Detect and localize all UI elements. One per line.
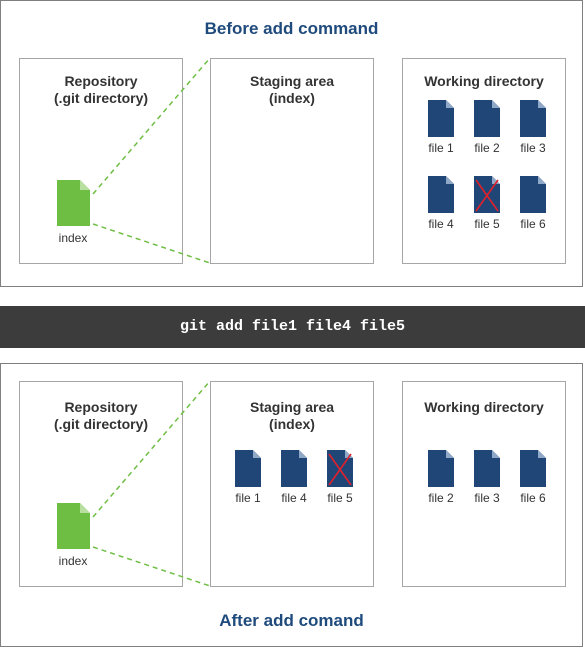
file-label: file 6: [520, 217, 546, 231]
document-icon: [428, 176, 454, 213]
file-item: file 1: [223, 450, 273, 505]
document-icon: [428, 100, 454, 137]
file-label: file 4: [428, 217, 454, 231]
index-file: index: [48, 180, 98, 245]
document-icon: [327, 450, 353, 487]
file-label: file 2: [474, 141, 500, 155]
repository-box: Repository (.git directory) index: [19, 58, 183, 264]
file-item: file 2: [462, 100, 512, 155]
document-icon: [235, 450, 261, 487]
file-label: file 5: [327, 491, 353, 505]
after-panel: After add comand Repository (.git direct…: [0, 363, 583, 647]
index-label: index: [58, 554, 88, 568]
file-item: file 5: [315, 450, 365, 505]
file-label: file 6: [520, 491, 546, 505]
before-title: Before add command: [204, 19, 379, 38]
git-command-bar: git add file1 file4 file5: [0, 306, 585, 348]
index-label: index: [58, 231, 88, 245]
working-directory-box: Working directory file 2 file 3 file 6: [402, 381, 566, 587]
file-item: file 1: [416, 100, 466, 155]
file-label: file 2: [428, 491, 454, 505]
file-item: file 4: [416, 176, 466, 231]
document-icon: [428, 450, 454, 487]
before-panel: Before add command Repository (.git dire…: [0, 0, 583, 287]
file-item: file 3: [508, 100, 558, 155]
file-item: file 4: [269, 450, 319, 505]
file-label: file 1: [428, 141, 454, 155]
repository-title: Repository (.git directory): [53, 399, 149, 432]
document-icon: [474, 450, 500, 487]
document-icon: [520, 176, 546, 213]
file-label: file 4: [281, 491, 307, 505]
working-directory-box: Working directory file 1 file 2 file 3 file…: [402, 58, 566, 264]
document-icon: [520, 450, 546, 487]
file-label: file 3: [474, 491, 500, 505]
index-document-icon: [56, 503, 90, 549]
red-x-mark-icon: [475, 179, 499, 212]
working-directory-title: Working directory: [424, 399, 544, 415]
document-icon: [281, 450, 307, 487]
file-item: file 6: [508, 450, 558, 505]
staging-area-box: Staging area (index) file 1 file 4 file 5: [210, 381, 374, 587]
index-document-icon: [56, 180, 90, 226]
after-title: After add comand: [219, 611, 364, 630]
repository-title: Repository (.git directory): [53, 73, 149, 106]
file-label: file 3: [520, 141, 546, 155]
document-icon: [474, 176, 500, 213]
document-icon: [520, 100, 546, 137]
file-item: file 2: [416, 450, 466, 505]
staging-area-title: Staging area (index): [249, 73, 335, 106]
staging-area-box: Staging area (index): [210, 58, 374, 264]
staging-area-title: Staging area (index): [249, 399, 335, 432]
repository-box: Repository (.git directory) index: [19, 381, 183, 587]
document-icon: [474, 100, 500, 137]
working-directory-title: Working directory: [424, 73, 544, 89]
file-item: file 3: [462, 450, 512, 505]
file-item: file 6: [508, 176, 558, 231]
red-x-mark-icon: [328, 453, 352, 486]
file-item: file 5: [462, 176, 512, 231]
file-label: file 5: [474, 217, 500, 231]
file-label: file 1: [235, 491, 261, 505]
index-file: index: [48, 503, 98, 568]
